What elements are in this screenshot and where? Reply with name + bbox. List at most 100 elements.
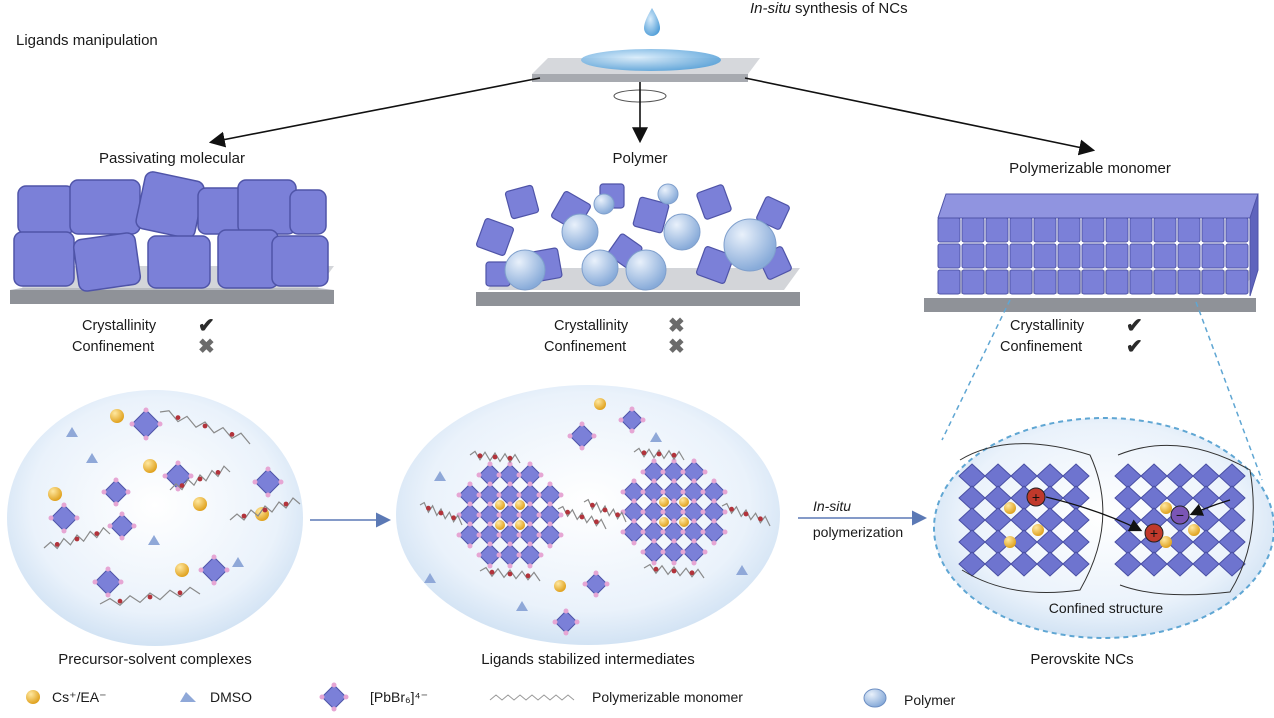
octahedron [107,511,137,541]
ligand-oxygen [671,568,677,574]
cross-icon: ✖ [198,336,215,358]
nc-cube [1081,217,1105,243]
dmso [66,427,78,437]
ligand-oxygen [615,512,620,518]
branch-title-passivating: Passivating molecular [99,150,245,167]
ligand-oxygen [426,505,431,511]
grid-side [1249,193,1259,297]
ligand-oxygen [94,531,100,536]
cs-ion [175,563,189,577]
nc-cube [1177,243,1201,269]
cs-ion [1004,536,1016,548]
octahedron [516,541,544,569]
ligand-oxygen [241,513,247,519]
arrow-to-passivating [208,77,541,148]
step-label-italic: In-situ [812,498,852,514]
cs-ion [143,459,157,473]
ligand-chain [99,586,201,606]
octahedron [101,477,131,507]
nc-cube [1177,269,1201,295]
nc-cube [1201,269,1225,295]
nc-octahedron [1114,551,1142,577]
cs-ion [554,580,566,592]
dmso [434,471,446,481]
ligand-oxygen [656,451,662,457]
monomer-film [924,193,1259,312]
ligand-oxygen [54,542,60,547]
octahedron [552,608,580,636]
grid-top [937,193,1259,219]
positive-charge-sign: + [1150,525,1158,541]
cs-ion [679,517,689,527]
negative-charge-icon [1170,505,1190,525]
ligand-oxygen [641,450,647,456]
octahedron [92,566,124,598]
nc-octahedron [1140,551,1168,577]
octahedron [680,538,708,566]
stage-label-precursor: Precursor-solvent complexes [58,651,252,668]
octahedron [618,406,646,434]
prop-crystallinity-1: Crystallinity [82,318,157,334]
ligand-oxygen [579,514,585,520]
legend-monomer: Polymerizable monomer [592,689,743,705]
ligand-oxygen [202,423,208,429]
negative-charge-sign: − [1176,507,1184,523]
ligand-oxygen [74,536,80,542]
sphere-icon [863,688,887,708]
ligands-manipulation-label: Ligands manipulation [16,32,158,49]
dmso [232,557,244,567]
nc-cube [1105,217,1129,243]
ligand-oxygen [565,509,570,515]
ligand-oxygen [283,501,289,507]
nc-cube [1225,269,1249,295]
charge-transfer-arrow [1189,499,1231,516]
cs-ion [1188,524,1200,536]
monomer-chain-icon [489,694,575,701]
nc-cube [985,269,1009,295]
dmso [86,453,98,463]
nc-octahedron [1218,551,1246,577]
octahedron [456,521,484,549]
ligand-oxygen [594,519,599,525]
legend-cs: Cs⁺/EA⁻ [52,689,107,705]
ligand-oxygen [602,507,608,513]
passivating-film [10,171,334,304]
cs-ion-icon [26,690,40,704]
nc-cube [1225,217,1249,243]
cs-ion [1032,524,1044,536]
prop-crystallinity-2: Crystallinity [554,318,629,334]
ligand-oxygen [438,510,444,516]
dmso [424,573,436,583]
cs-ion [495,500,505,510]
top-title: In-situ synthesis of NCs [750,0,908,17]
ligand-oxygen [507,571,513,577]
ligand-oxygen [590,502,595,508]
nc-cube [1057,243,1081,269]
dmso [516,601,528,611]
positive-charge-icon [1144,523,1164,543]
cs-ion [659,517,669,527]
cs-ion [679,497,689,507]
dmso [650,432,662,442]
prop-confinement-3: Confinement [1000,339,1083,355]
octahedron [536,521,564,549]
nc-cube [961,217,985,243]
ligand-oxygen [197,476,203,482]
step-label-text: polymerization [812,524,904,540]
legend-dmso: DMSO [210,689,252,705]
ligand-oxygen [177,590,183,596]
ligand-oxygen [743,511,749,517]
nc-cube [1153,243,1177,269]
nc-cube [1009,243,1033,269]
ligand-oxygen [229,432,235,437]
prop-confinement-2: Confinement [544,339,627,355]
octahedron [582,570,610,598]
nc-cube [985,243,1009,269]
nc-octahedron [984,551,1012,577]
nc-cube [1057,269,1081,295]
cs-ion [1160,502,1172,514]
octahedron [567,421,597,451]
branch-title-monomer: Polymerizable monomer [1009,160,1171,177]
nc-cube [1009,269,1033,295]
nc-cube [1105,243,1129,269]
